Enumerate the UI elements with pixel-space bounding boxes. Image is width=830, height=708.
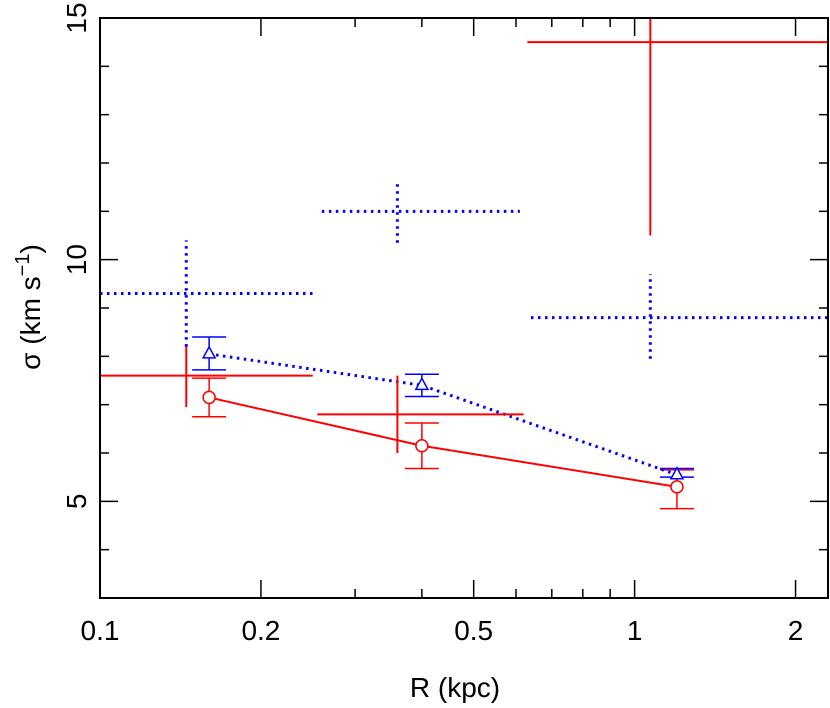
data-point-triangle <box>669 466 685 480</box>
x-axis-title: R (kpc) <box>410 672 500 703</box>
y-axis-title: σ (km s−1) <box>12 244 46 370</box>
x-tick-label: 0.2 <box>241 615 280 646</box>
axes-layer: 0.1 0.2 0.5 1 2 5 10 15 <box>61 2 829 646</box>
x-tick-label: 0.5 <box>454 615 493 646</box>
x-tick-label: 1 <box>627 615 643 646</box>
y-axis-title-close: ) <box>15 244 46 253</box>
y-axis-title-symbol: σ <box>15 353 46 370</box>
y-tick-label: 15 <box>61 2 92 33</box>
data-point-circle <box>670 480 684 494</box>
y-axis-title-exponent: −1 <box>12 254 34 277</box>
data-point-circle <box>415 439 429 453</box>
data-point-circle <box>202 390 216 405</box>
y-tick-label: 10 <box>61 244 92 275</box>
data-layer <box>100 18 828 510</box>
y-tick-label: 5 <box>61 494 92 510</box>
data-point-triangle <box>201 345 217 359</box>
plot-frame <box>99 17 829 599</box>
series-line <box>208 352 678 477</box>
series-triangle-1 <box>192 336 694 480</box>
x-tick-label: 0.1 <box>81 615 120 646</box>
data-point-triangle <box>414 376 430 391</box>
series-cross-3 <box>100 182 828 359</box>
y-axis-title-unit: (km s <box>15 276 46 352</box>
series-circle-0 <box>192 377 694 510</box>
series-line <box>208 396 678 488</box>
x-tick-label: 2 <box>788 615 804 646</box>
series-cross-2 <box>100 18 828 453</box>
